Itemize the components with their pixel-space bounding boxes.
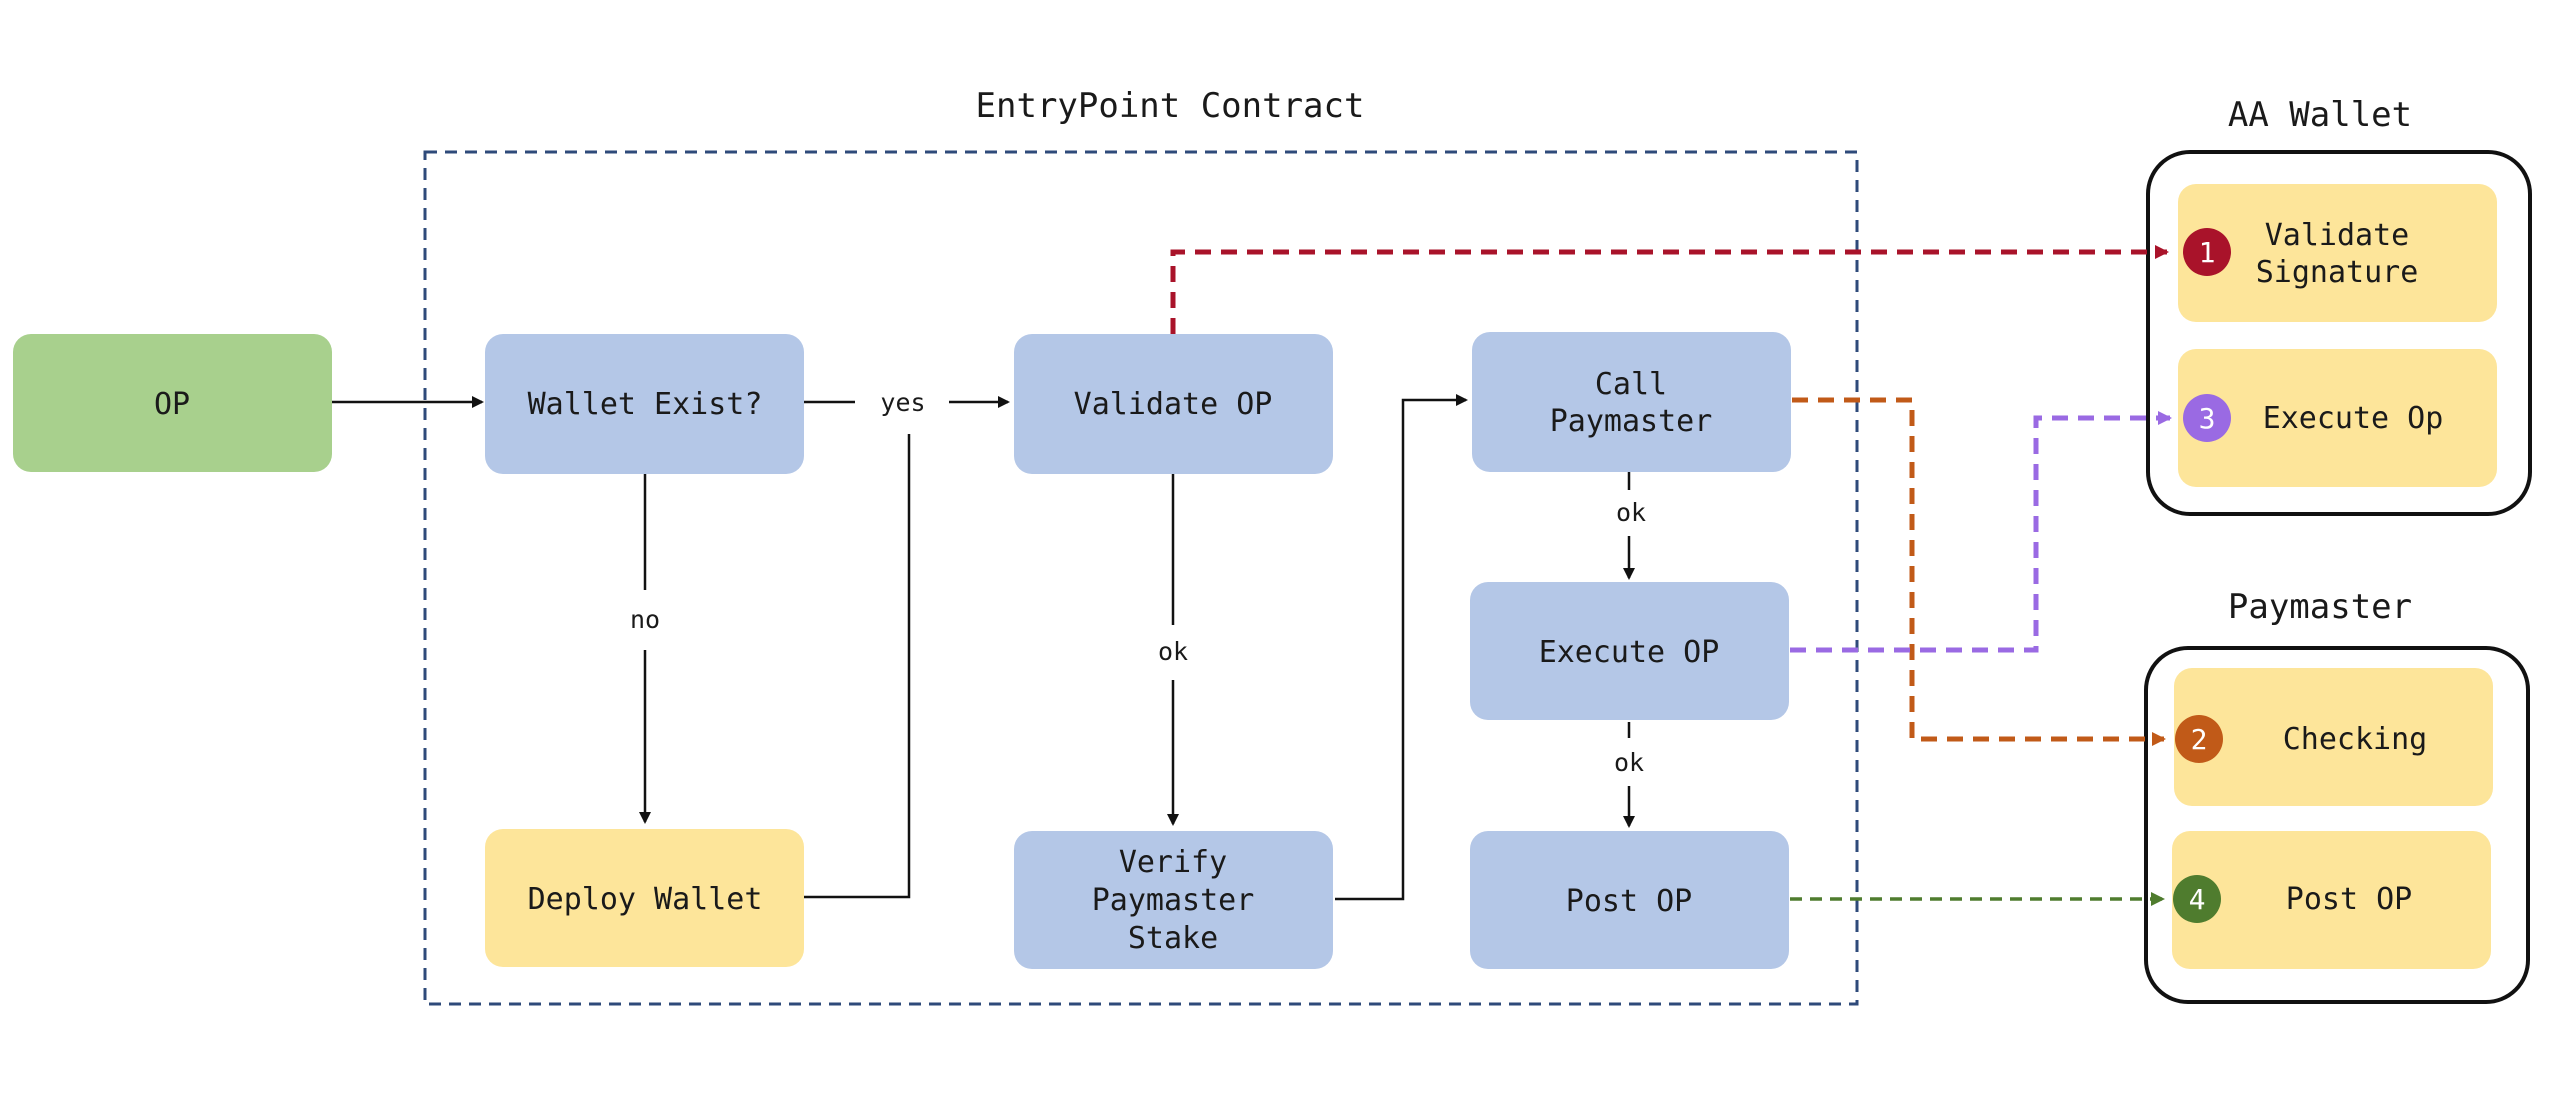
verify-line-1: Verify	[1119, 845, 1227, 880]
no-label: no	[630, 605, 660, 634]
wallet-exist-node: Wallet Exist?	[485, 334, 804, 474]
entrypoint-title: EntryPoint Contract	[976, 86, 1365, 126]
orange-checking-link	[1792, 397, 2166, 746]
badge-3	[2183, 394, 2231, 442]
validate-op-node: Validate OP	[1014, 334, 1333, 474]
call-line-2: Paymaster	[1550, 404, 1713, 439]
op-node: OP	[13, 334, 332, 472]
verify-paymaster-stake-node: Verify Paymaster Stake	[1014, 831, 1333, 969]
verify-line-3: Stake	[1128, 921, 1218, 956]
badge-3-text: 3	[2199, 402, 2216, 435]
purple-execute-op-link	[1790, 411, 2172, 653]
post-op-node: Post OP	[1470, 831, 1789, 969]
validate-signature-line-1: Validate	[2265, 218, 2410, 253]
pm-post-op-label: Post OP	[2286, 882, 2412, 917]
validate-op-label: Validate OP	[1074, 387, 1273, 422]
call-line-1: Call	[1595, 367, 1667, 402]
wallet-exist-label: Wallet Exist?	[528, 387, 763, 422]
post-op-label: Post OP	[1566, 884, 1692, 919]
execute-op-node: Execute OP	[1470, 582, 1789, 720]
checking-label: Checking	[2283, 722, 2428, 757]
paymaster-title: Paymaster	[2228, 587, 2412, 627]
deploy-to-validate-connector	[804, 434, 911, 899]
badge-2	[2175, 715, 2223, 763]
aa-wallet-container	[2146, 150, 2532, 516]
verify-to-call-paymaster-arrow	[1335, 394, 1468, 901]
deploy-wallet-node: Deploy Wallet	[485, 829, 804, 967]
aa-execute-op-label: Execute Op	[2263, 401, 2444, 436]
aa-wallet-title: AA Wallet	[2228, 95, 2412, 135]
badge-1	[2183, 228, 2231, 276]
validate-signature-line-2: Signature	[2256, 255, 2419, 290]
entrypoint-container	[423, 150, 1859, 1006]
call-paymaster-node: Call Paymaster	[1472, 332, 1791, 472]
pm-post-op-node: Post OP 4	[2172, 831, 2491, 969]
ok-validate-label: ok	[1158, 637, 1188, 666]
aa-execute-op-node: Execute Op 3	[2178, 349, 2497, 487]
paymaster-container	[2144, 646, 2530, 1004]
badge-4-text: 4	[2189, 883, 2206, 916]
ok-execute-label: ok	[1614, 748, 1644, 777]
ok-call-label: ok	[1616, 498, 1646, 527]
op-label: OP	[154, 387, 190, 422]
execute-op-label: Execute OP	[1539, 635, 1720, 670]
validate-signature-node: Validate Signature 1	[2178, 184, 2497, 322]
checking-node: Checking 2	[2174, 668, 2493, 806]
badge-4	[2173, 875, 2221, 923]
badge-2-text: 2	[2191, 723, 2208, 756]
badge-1-text: 1	[2199, 236, 2216, 269]
verify-line-2: Paymaster	[1092, 883, 1255, 918]
red-validate-signature-link	[1170, 245, 2169, 334]
deploy-wallet-label: Deploy Wallet	[528, 882, 763, 917]
yes-label: yes	[880, 388, 925, 417]
